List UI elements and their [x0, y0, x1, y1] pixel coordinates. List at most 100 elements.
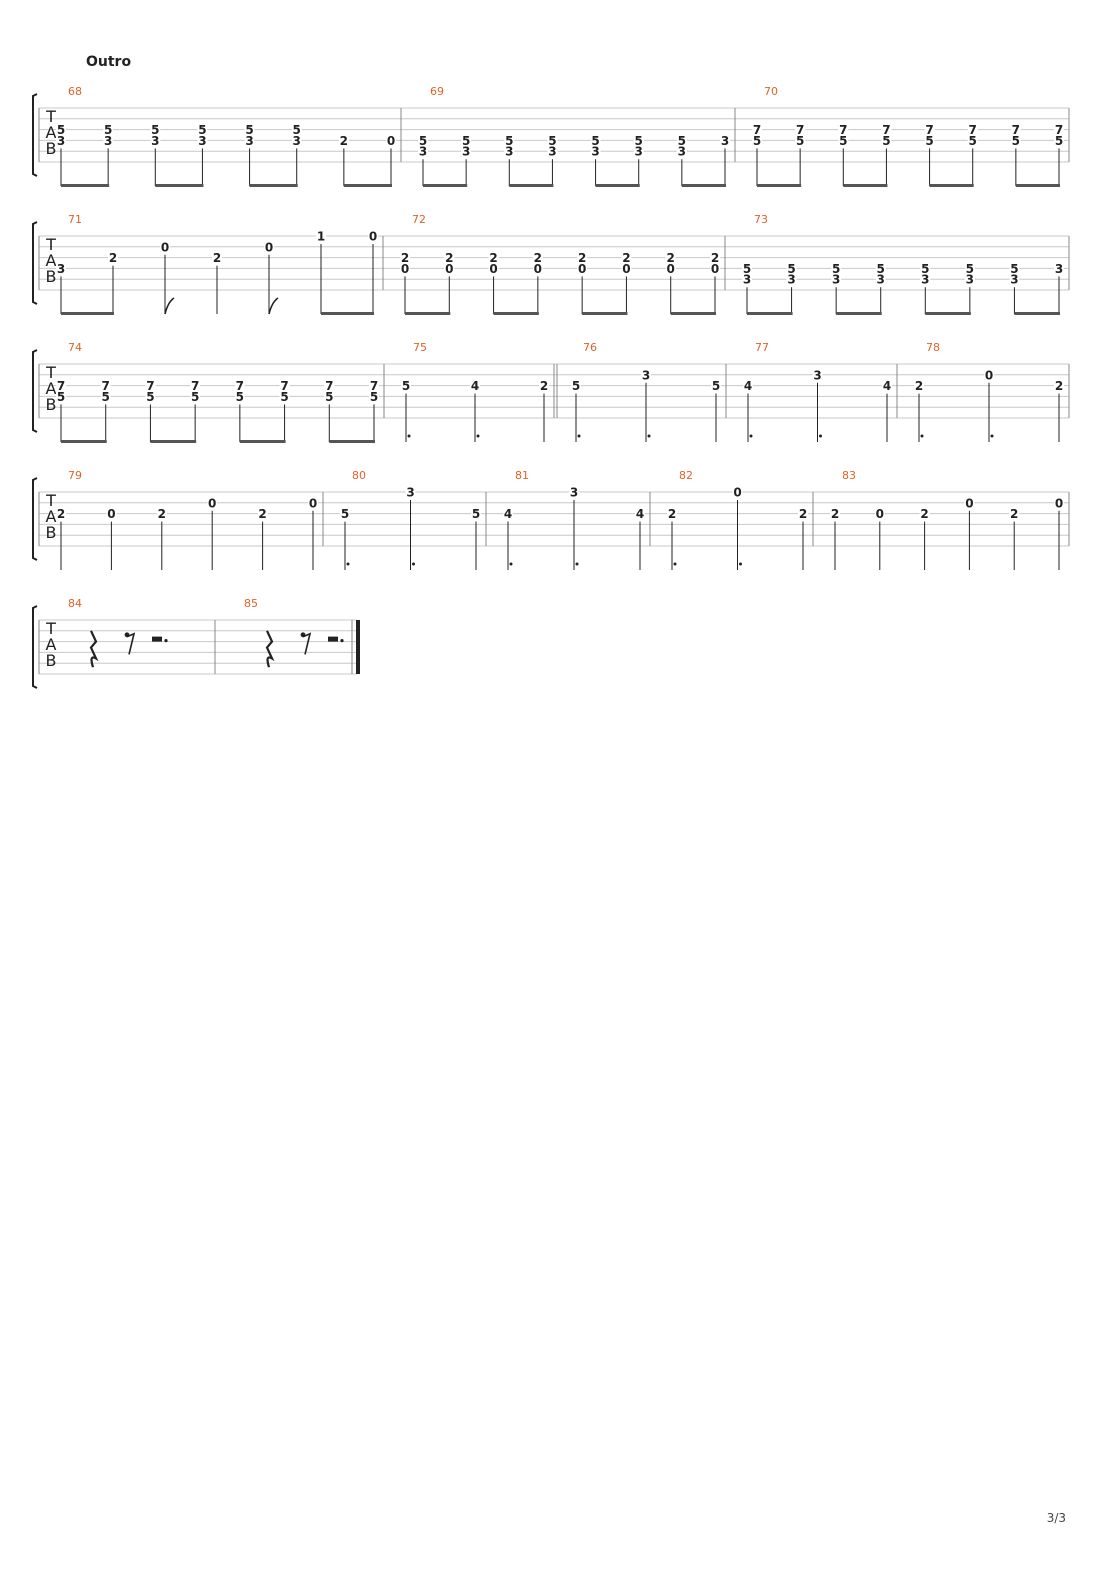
fret-number: 5 — [472, 507, 480, 521]
fret-bg — [405, 486, 416, 498]
fret-number: 5 — [743, 262, 751, 276]
fret-number: 5 — [402, 379, 410, 393]
bar-number: 84 — [68, 597, 82, 610]
fret-bg — [720, 134, 730, 147]
tab-clef-letter: T — [45, 619, 56, 638]
fret-bg — [145, 390, 156, 403]
half-rest — [152, 636, 162, 642]
beam — [61, 440, 107, 443]
fret-bg — [156, 507, 167, 520]
fret-bg — [711, 379, 721, 392]
fret-bg — [56, 262, 66, 275]
fret-number: 3 — [1055, 262, 1063, 276]
beam — [843, 184, 888, 187]
fret-number: 5 — [325, 390, 333, 404]
fret-number: 4 — [636, 507, 644, 521]
fret-number: 3 — [104, 134, 112, 148]
fret-bg — [830, 507, 840, 520]
rhythm-dot — [346, 562, 350, 566]
fret-number: 3 — [832, 273, 840, 287]
beam — [1014, 312, 1060, 315]
fret-number: 5 — [787, 262, 795, 276]
fret-bg — [369, 390, 379, 403]
fret-bg — [503, 507, 513, 520]
fret-number: 2 — [540, 379, 548, 393]
fret-number: 3 — [642, 368, 650, 382]
fret-number: 0 — [876, 507, 884, 521]
fret-bg — [1010, 134, 1021, 147]
fret-number: 3 — [570, 486, 578, 500]
fret-number: 7 — [925, 123, 933, 137]
fret-bg — [197, 123, 208, 136]
bar-number: 68 — [68, 85, 82, 98]
tab-clef-letter: B — [46, 139, 57, 158]
rhythm-dot — [577, 434, 581, 438]
fret-number: 3 — [743, 273, 751, 287]
beam — [249, 184, 298, 187]
fret-number: 7 — [236, 379, 244, 393]
bar-number: 82 — [679, 469, 693, 482]
fret-number: 3 — [548, 145, 556, 159]
fret-number: 4 — [504, 507, 512, 521]
fret-bg — [569, 486, 579, 498]
fret-number: 0 — [161, 240, 169, 254]
fret-number: 3 — [293, 134, 301, 148]
fret-bg — [875, 273, 886, 286]
fret-bg — [264, 240, 274, 253]
fret-bg — [667, 507, 677, 520]
fret-bg — [633, 134, 644, 147]
fret-bg — [340, 507, 350, 520]
rhythm-dot — [575, 562, 579, 566]
fret-number: 5 — [591, 134, 599, 148]
fret-number: 0 — [387, 134, 395, 148]
fret-number: 2 — [1055, 379, 1063, 393]
tab-clef-letter: T — [45, 363, 56, 382]
fret-number: 5 — [57, 123, 65, 137]
fret-number: 3 — [419, 145, 427, 159]
fret-bg — [400, 262, 410, 275]
fret-number: 7 — [102, 379, 110, 393]
fret-bg — [56, 123, 66, 136]
eighth-flag — [268, 297, 279, 315]
tab-clef-letter: A — [46, 507, 57, 526]
fret-bg — [590, 145, 601, 158]
tab-clef-letter: A — [46, 123, 57, 142]
fret-bg — [676, 145, 687, 158]
beam — [670, 312, 716, 315]
fret-number: 5 — [712, 379, 720, 393]
fret-number: 5 — [635, 134, 643, 148]
fret-number: 3 — [635, 145, 643, 159]
fret-bg — [56, 134, 66, 147]
fret-number: 0 — [309, 496, 317, 510]
fret-bg — [401, 379, 411, 392]
fret-bg — [145, 379, 156, 392]
fret-bg — [461, 145, 472, 158]
fret-bg — [160, 240, 170, 253]
rhythm-dot — [476, 434, 480, 438]
eighth-flag — [164, 297, 175, 315]
fret-number: 7 — [796, 123, 804, 137]
fret-number: 3 — [505, 145, 513, 159]
fret-number: 5 — [877, 262, 885, 276]
fret-bg — [308, 496, 318, 509]
fret-number: 0 — [985, 368, 993, 382]
beam — [929, 184, 974, 187]
fret-bg — [244, 123, 255, 136]
fret-number: 5 — [969, 134, 977, 148]
fret-number: 2 — [831, 507, 839, 521]
fret-number: 0 — [578, 262, 586, 276]
fret-bg — [676, 134, 687, 147]
tab-clef-letter: T — [45, 107, 56, 126]
fret-bg — [795, 134, 806, 147]
tab-clef-letter: A — [46, 635, 57, 654]
fret-number: 2 — [489, 251, 497, 265]
fret-number: 2 — [711, 251, 719, 265]
fret-bg — [875, 262, 886, 275]
fret-bg — [964, 496, 975, 509]
fret-number: 5 — [882, 134, 890, 148]
fret-number: 3 — [591, 145, 599, 159]
fret-bg — [924, 123, 935, 136]
fret-bg — [324, 390, 335, 403]
fret-number: 5 — [236, 390, 244, 404]
fret-number: 0 — [667, 262, 675, 276]
